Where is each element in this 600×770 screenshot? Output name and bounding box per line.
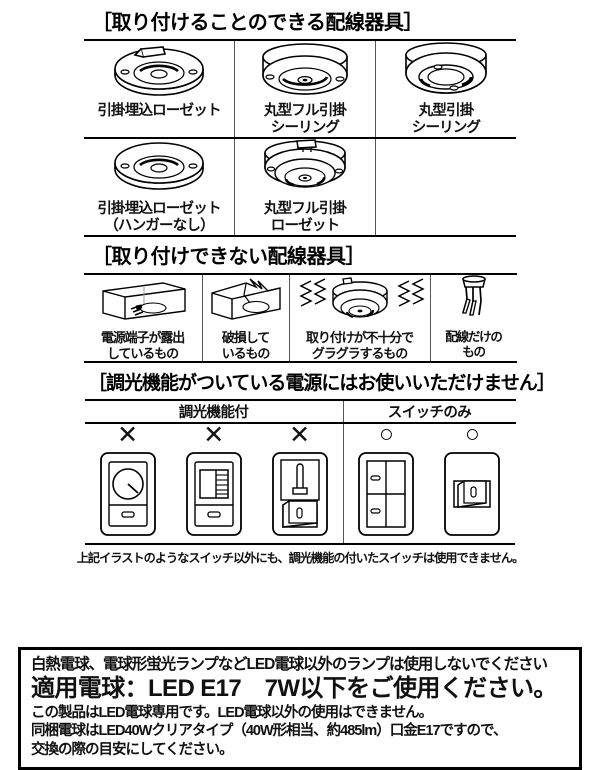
table-row [84, 40, 516, 103]
installable-table: 引掛埋込ローゼット 丸型フル引掛 シーリング 丸型引掛 シーリング [84, 39, 516, 237]
bad-fixture-art-cell [201, 274, 289, 331]
empty-cell [375, 201, 516, 237]
dimmer-column-header: 調光機能付 [178, 404, 249, 421]
round-hook-ceiling-icon [376, 41, 516, 101]
table-row [83, 274, 517, 331]
exposed-terminal-box-icon [95, 282, 191, 329]
warning-line-3: この製品はLED電球専用です。LED電球以外の使用はできません。 [31, 704, 433, 721]
fixture-caption: 丸型フル引掛 ローゼット [234, 201, 376, 237]
fixture-caption: 丸型引掛 シーリング [375, 103, 516, 139]
fixture-art-cell [234, 40, 376, 103]
switch-art-cell [257, 450, 343, 543]
dimmer-footnote: 上記イラストのようなスイッチ以外にも、調光機能の付いたスイッチは使用できません。 [76, 550, 525, 565]
fixture-art-cell [375, 40, 516, 103]
section-heading-installable: ［取り付けることのできる配線器具］ [92, 12, 423, 34]
bad-fixture-caption: 配線だけの もの [429, 330, 517, 363]
table-row: ✕ ✕ ✕ ○ ○ [84, 419, 516, 450]
dimmer-table: 調光機能付 スイッチのみ ✕ ✕ ✕ ○ ○ [84, 399, 516, 543]
double-rocker-switch-icon [355, 452, 417, 542]
lamp-warning-box: 白熱電球、電球形蛍光ランプなどLED電球以外のランプは使用しないでください 適用… [18, 647, 582, 770]
fixture-caption: 丸型フル引掛 シーリング [234, 103, 376, 139]
table-row: 調光機能付 スイッチのみ [84, 399, 516, 423]
dimmer-section-bottom-rule [85, 542, 515, 545]
table-row: 引掛埋込ローゼット （ハンガーなし） 丸型フル引掛 ローゼット [84, 201, 516, 237]
bare-wires-icon [439, 275, 509, 329]
slide-dimmer-switch-icon [183, 452, 245, 542]
lever-dimmer-switch-icon [269, 452, 331, 542]
not-installable-table: 電源端子が露出 しているもの 破損して いるもの 取り付けが不十分で グラグラす… [83, 273, 517, 363]
round-full-hook-ceiling-icon [235, 41, 375, 101]
bad-fixture-art-cell [288, 274, 430, 331]
bad-fixture-caption: 取り付けが不十分で グラグラするもの [288, 330, 430, 363]
empty-cell [375, 138, 516, 202]
bad-fixture-caption: 電源端子が露出 しているもの [100, 330, 185, 361]
table-row: 電源端子が露出 しているもの 破損して いるもの 取り付けが不十分で グラグラす… [83, 330, 517, 363]
cross-mark: ✕ [289, 419, 311, 449]
fixture-caption: 引掛埋込ローゼット [97, 103, 221, 119]
table-row [85, 449, 516, 543]
applicable-bulb-spec: 適用電球：LED E17 7W以下をご使用ください。 [31, 675, 557, 703]
switch-art-cell [429, 450, 515, 543]
fixture-art-cell [84, 40, 235, 103]
warning-line-5: 交換の際の目安にしてください。 [31, 742, 234, 759]
flush-rosette-with-hanger-icon [84, 41, 234, 101]
broken-box-icon [206, 278, 286, 329]
bad-fixture-art-cell [84, 274, 203, 330]
fixture-art-cell [234, 138, 376, 202]
bad-fixture-caption: 破損して いるもの [201, 330, 289, 363]
single-rocker-switch-icon [441, 452, 503, 542]
circle-mark: ○ [342, 421, 430, 450]
round-full-hook-rosette-icon [235, 139, 375, 197]
wobbly-ceiling-mount-icon [295, 277, 425, 329]
fixture-caption: 引掛埋込ローゼット （ハンガーなし） [97, 201, 221, 235]
circle-mark: ○ [464, 419, 480, 448]
table-row: 引掛埋込ローゼット 丸型フル引掛 シーリング 丸型引掛 シーリング [84, 103, 516, 139]
cross-mark: ✕ [117, 419, 139, 449]
switch-art-cell [85, 450, 171, 543]
section-heading-dimmer: ［調光機能がついている電源にはお使いいただけません］ [88, 373, 556, 395]
bad-fixture-art-cell [429, 274, 517, 331]
rotary-dimmer-switch-icon [97, 452, 159, 542]
section-heading-not-installable: ［取り付けできない配線器具］ [92, 246, 366, 269]
switch-only-column-header: スイッチのみ [342, 399, 516, 423]
switch-art-cell [171, 450, 257, 543]
cross-mark: ✕ [203, 419, 225, 449]
table-row [84, 138, 516, 202]
flush-rosette-no-hanger-icon [84, 139, 234, 197]
warning-line-1: 白熱電球、電球形蛍光ランプなどLED電球以外のランプは使用しないでください [31, 656, 548, 673]
switch-art-cell [342, 449, 430, 543]
warning-line-4: 同梱電球はLED40Wクリアタイプ（40W形相当、約485lm）口金E17ですの… [31, 723, 507, 740]
fixture-art-cell [84, 138, 235, 201]
